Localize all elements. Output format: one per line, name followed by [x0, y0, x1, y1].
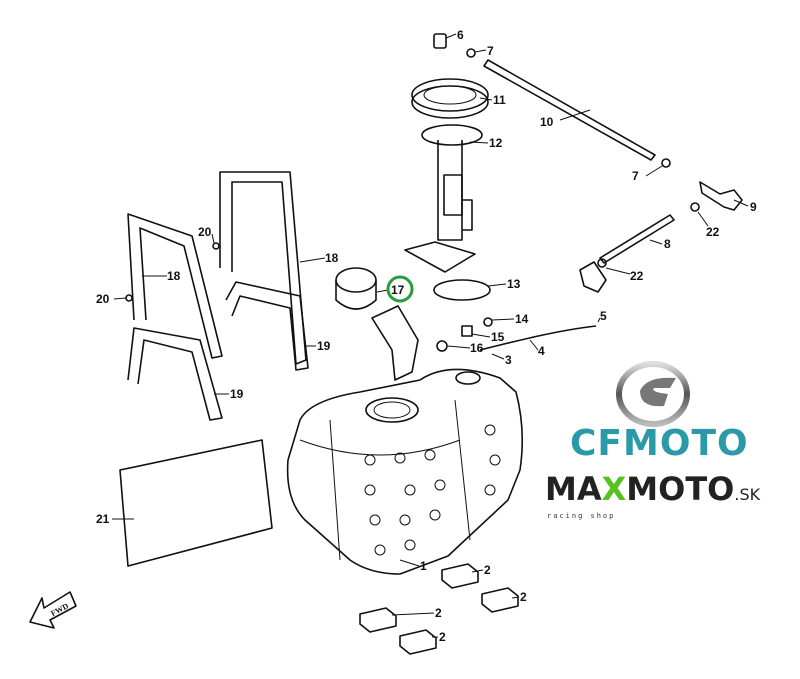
callout-3[interactable]: 3 — [505, 353, 512, 367]
callout-8[interactable]: 8 — [664, 237, 671, 251]
callout-10[interactable]: 10 — [540, 115, 554, 129]
callout-19b[interactable]: 19 — [230, 387, 244, 401]
tank-straps — [127, 171, 309, 421]
cfmoto-emblem-mark — [640, 377, 676, 407]
cfmoto-emblem-icon — [616, 361, 690, 427]
cfmoto-wordmark: CFMOTO — [570, 423, 749, 464]
rubber-pads — [359, 563, 519, 655]
callout-1[interactable]: 1 — [420, 559, 427, 573]
leader-lines — [112, 33, 749, 638]
callout-12[interactable]: 12 — [489, 136, 503, 150]
callout-2c[interactable]: 2 — [435, 606, 442, 620]
callout-9[interactable]: 9 — [750, 200, 757, 214]
breather-hose — [479, 325, 597, 351]
callout-13[interactable]: 13 — [507, 277, 521, 291]
callout-7b[interactable]: 7 — [632, 169, 639, 183]
pump-lock-ring — [411, 78, 489, 119]
filler-neck — [371, 305, 419, 381]
callout-22[interactable]: 22 — [706, 225, 720, 239]
callout-2d[interactable]: 2 — [439, 630, 446, 644]
forward-direction-arrow: FWD — [29, 591, 77, 629]
callout-20b[interactable]: 20 — [96, 292, 110, 306]
highlight-circle — [386, 275, 414, 303]
callout-21[interactable]: 21 — [96, 512, 110, 526]
callout-22b[interactable]: 22 — [630, 269, 644, 283]
callout-17[interactable]: 17 — [391, 283, 405, 297]
callout-18b[interactable]: 18 — [167, 269, 181, 283]
fuel-cap — [335, 267, 377, 310]
pump-gasket — [433, 279, 491, 301]
cfmoto-logo: CFMOTO — [570, 361, 749, 464]
callout-20[interactable]: 20 — [198, 225, 212, 239]
fuel-hose-rod — [483, 59, 675, 264]
callout-7[interactable]: 7 — [487, 44, 494, 58]
grommet — [436, 340, 448, 352]
bolt — [212, 242, 220, 250]
callout-2[interactable]: 2 — [484, 563, 491, 577]
clip — [461, 325, 473, 337]
warning-label-sheet — [119, 439, 273, 567]
maxmoto-wordmark: MAXMOTO.SK — [545, 470, 761, 508]
callout-16[interactable]: 16 — [470, 341, 484, 355]
fuel-pump — [404, 124, 483, 273]
bolt — [125, 294, 133, 302]
callout-4[interactable]: 4 — [538, 344, 545, 358]
maxmoto-tagline: racing shop — [547, 512, 615, 520]
callout-19[interactable]: 19 — [317, 339, 331, 353]
fuel-tank — [286, 368, 524, 575]
maxmoto-logo: MAXMOTO.SK racing shop — [545, 470, 761, 520]
bolt — [483, 317, 493, 327]
callout-11[interactable]: 11 — [493, 93, 506, 107]
callout-6[interactable]: 6 — [457, 28, 464, 42]
callout-15[interactable]: 15 — [491, 330, 505, 344]
callout-labels: 6 7 11 10 12 7 9 22 8 18 20 18 22 13 17 … — [96, 28, 757, 644]
connectors — [433, 33, 743, 293]
callout-5[interactable]: 5 — [600, 309, 607, 323]
callout-2b[interactable]: 2 — [520, 590, 527, 604]
callout-18[interactable]: 18 — [325, 251, 339, 265]
callout-14[interactable]: 14 — [515, 312, 529, 326]
